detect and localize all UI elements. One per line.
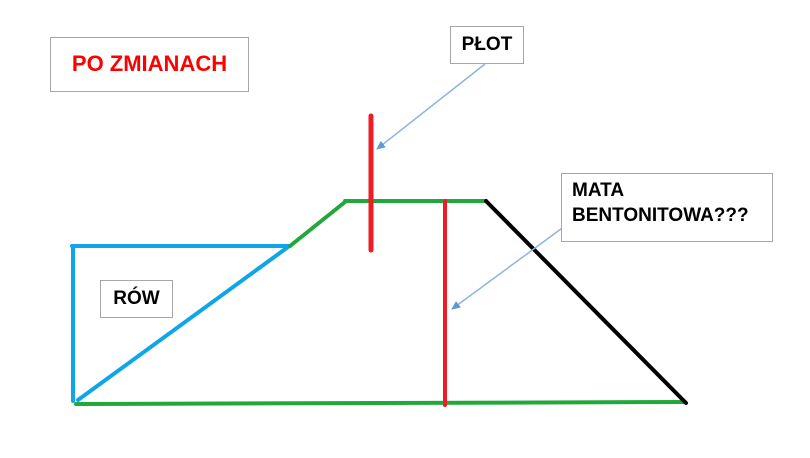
mata-label-line1: MATA	[572, 180, 625, 201]
plot-label-box: PŁOT	[450, 26, 524, 64]
ground-base-line	[74, 400, 687, 406]
mata-label-box: MATA BENTONITOWA???	[561, 173, 773, 242]
plot-pointer-arrow	[376, 63, 486, 150]
mata-pointer-arrow	[451, 225, 566, 310]
embankment-right-slope	[484, 199, 688, 405]
row-label-box: RÓW	[100, 280, 173, 318]
plot-label: PŁOT	[461, 33, 513, 55]
embankment-slope-line	[288, 200, 347, 248]
page-title: PO ZMIANACH	[71, 51, 228, 77]
mata-label-line2: BENTONITOWA???	[572, 204, 749, 226]
row-label: RÓW	[113, 287, 160, 309]
title-box: PO ZMIANACH	[50, 37, 249, 92]
ditch-diagonal-line	[76, 245, 290, 402]
